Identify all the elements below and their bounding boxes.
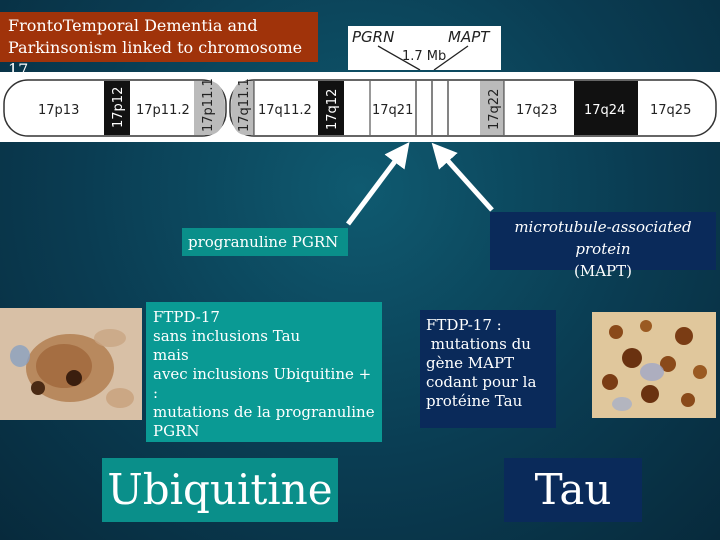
slide-title: FrontoTemporal Dementia and Parkinsonism… bbox=[0, 12, 318, 79]
distance-label: 1.7 Mb bbox=[402, 49, 446, 64]
tau-label: Tau bbox=[504, 458, 642, 522]
band-17q24 bbox=[574, 81, 638, 135]
band-17q11-1 bbox=[231, 81, 254, 135]
ftdp-line: protéine Tau bbox=[426, 392, 523, 410]
ftdp-line: gène MAPT bbox=[426, 354, 515, 372]
ftdp-line: mutations du bbox=[426, 335, 531, 353]
arrow-to-mapt bbox=[431, 142, 494, 212]
band-label-17p13: 17p13 bbox=[38, 103, 79, 118]
band-label-17q25: 17q25 bbox=[650, 103, 691, 118]
pgrn-label-box: progranuline PGRN bbox=[182, 228, 348, 256]
chromosome-ideogram: 17p13 17p12 17p11.2 17p11.1 17q11.1 17q1… bbox=[0, 72, 720, 142]
ubiquitine-micrograph bbox=[0, 308, 142, 420]
band-label-17q21: 17q21 bbox=[372, 103, 413, 118]
gene-mapt-label: MAPT bbox=[448, 28, 491, 46]
ftdp-line: codant pour la bbox=[426, 373, 537, 391]
band-17q22 bbox=[480, 81, 504, 135]
band-label-17q11-2: 17q11.2 bbox=[258, 103, 312, 118]
ftpd-line: FTPD-17 bbox=[153, 308, 220, 326]
mapt-label-line-1: microtubule-associated protein bbox=[514, 218, 692, 258]
ftpd-line: PGRN bbox=[153, 422, 200, 440]
ftdp-17-description: FTDP-17 : mutations du gène MAPT codant … bbox=[420, 310, 556, 428]
title-line-1: FrontoTemporal Dementia and bbox=[8, 16, 258, 35]
band-17p11-1 bbox=[194, 81, 225, 135]
ftpd-17-description: FTPD-17 sans inclusions Tau mais avec in… bbox=[146, 302, 382, 442]
ftpd-line: mutations de la progranuline bbox=[153, 403, 375, 421]
gene-locus-box: PGRN MAPT 1.7 Mb bbox=[348, 26, 501, 70]
ftdp-line: FTDP-17 : bbox=[426, 316, 502, 334]
ubiquitine-label: Ubiquitine bbox=[102, 458, 338, 522]
band-17p12 bbox=[104, 81, 130, 135]
band-label-17q22: 17q22 bbox=[487, 89, 502, 130]
gene-pgrn-label: PGRN bbox=[352, 28, 394, 46]
band-label-17q23: 17q23 bbox=[516, 103, 557, 118]
mapt-label-box: microtubule-associated protein (MAPT) bbox=[490, 212, 716, 280]
arrow-to-pgrn bbox=[346, 142, 410, 226]
mapt-label-line-2: (MAPT) bbox=[574, 262, 632, 280]
band-label-17q24: 17q24 bbox=[584, 103, 625, 118]
tau-micrograph bbox=[592, 312, 716, 418]
band-label-17q11-1: 17q11.1 bbox=[237, 78, 252, 132]
band-label-17p12: 17p12 bbox=[111, 87, 126, 128]
band-label-17q12: 17q12 bbox=[325, 89, 340, 130]
band-label-17p11-2: 17p11.2 bbox=[136, 103, 190, 118]
band-17q12 bbox=[318, 81, 344, 135]
ftpd-line: avec inclusions Ubiquitine + : bbox=[153, 365, 372, 402]
ftpd-line: sans inclusions Tau bbox=[153, 327, 301, 345]
band-label-17p11-1: 17p11.1 bbox=[201, 78, 216, 132]
ftpd-line: mais bbox=[153, 346, 189, 364]
